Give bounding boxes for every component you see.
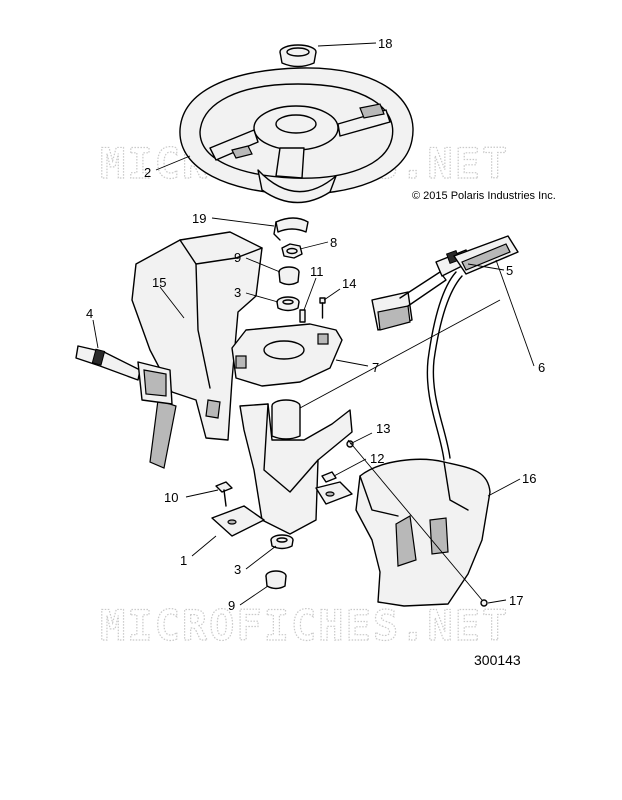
leader-lines <box>92 42 535 606</box>
callout-14: 14 <box>342 276 356 291</box>
screw-small-part <box>319 297 326 319</box>
callout-3-lower: 3 <box>234 562 241 577</box>
screw-17-part <box>480 599 488 607</box>
lower-cover-part <box>355 458 491 607</box>
callout-16: 16 <box>522 471 536 486</box>
switch-bracket-part <box>231 323 343 387</box>
callout-9-lower: 9 <box>228 598 235 613</box>
callout-15: 15 <box>152 275 166 290</box>
turn-signal-switch-part <box>75 345 173 405</box>
callout-11: 11 <box>310 264 324 279</box>
callout-5: 5 <box>506 263 513 278</box>
steering-wheel-part <box>179 67 414 204</box>
nut-part <box>281 243 303 259</box>
clip-part <box>273 217 309 241</box>
callout-10: 10 <box>164 490 178 505</box>
callout-19: 19 <box>192 211 206 226</box>
pin-part <box>299 309 306 323</box>
bolt-12-part <box>321 471 337 483</box>
callout-17: 17 <box>509 593 523 608</box>
callout-7: 7 <box>372 360 379 375</box>
bushing-lower-part <box>265 570 287 590</box>
watermark-bottom: MICROFICHES.NET <box>100 601 509 650</box>
callout-6: 6 <box>538 360 545 375</box>
horn-cap-part <box>279 44 317 68</box>
callout-2: 2 <box>144 165 151 180</box>
copyright-notice: © 2015 Polaris Industries Inc. <box>412 190 556 202</box>
bearing-lower-part <box>270 534 294 550</box>
callout-13: 13 <box>376 421 390 436</box>
bearing-upper-part <box>276 296 300 312</box>
upper-housing-part <box>131 231 263 469</box>
callout-8: 8 <box>330 235 337 250</box>
diagram-number: 300143 <box>474 652 521 668</box>
wiper-switch-part <box>371 249 471 331</box>
callout-12: 12 <box>370 451 384 466</box>
callout-9-upper: 9 <box>234 250 241 265</box>
callout-18: 18 <box>378 36 392 51</box>
callout-3-upper: 3 <box>234 285 241 300</box>
callouts: 18 2 19 8 9 11 14 5 3 15 4 7 6 13 12 16 … <box>86 36 545 613</box>
steering-column-part <box>211 399 353 537</box>
bolt-10-part <box>215 481 233 507</box>
callout-4: 4 <box>86 306 93 321</box>
callout-1: 1 <box>180 553 187 568</box>
bushing-upper-part <box>278 266 300 286</box>
